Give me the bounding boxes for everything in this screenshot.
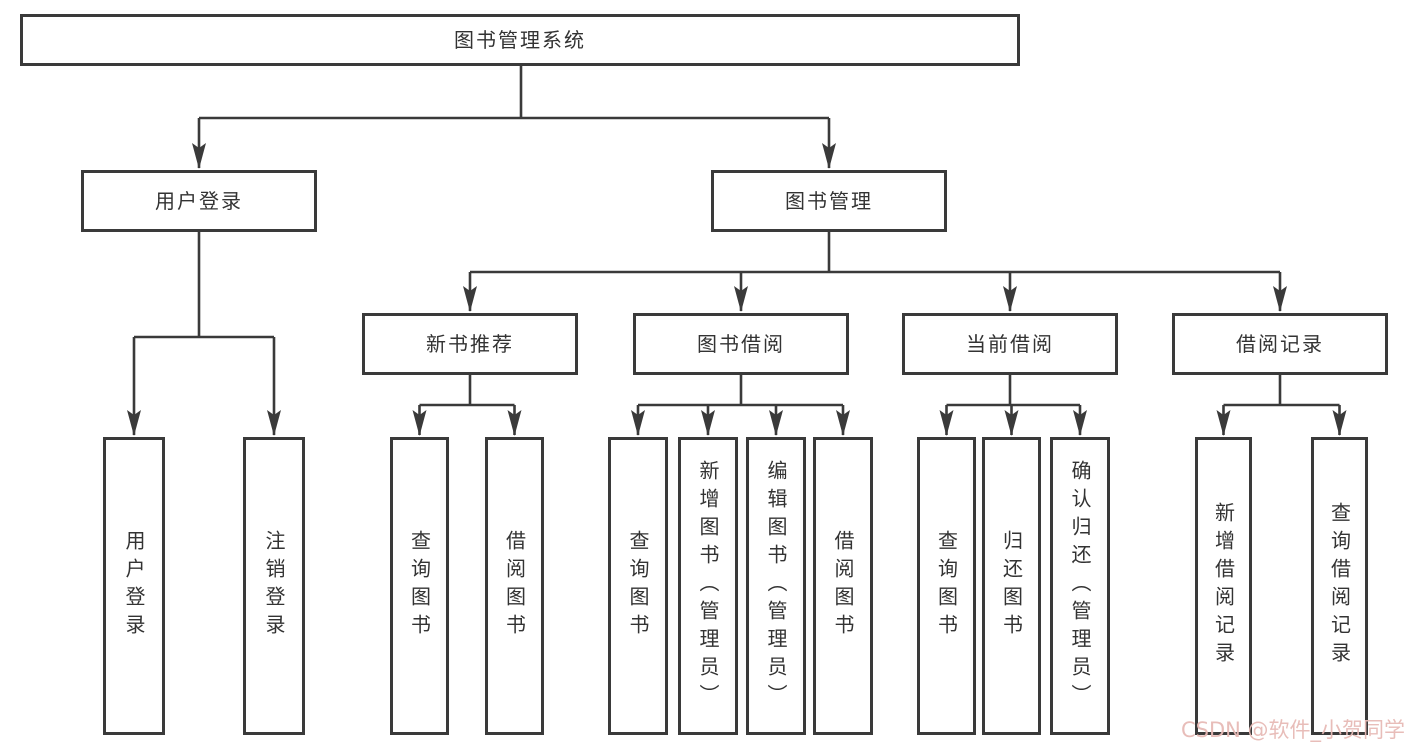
leaf-add-borrow-record: 新增借阅记录	[1195, 437, 1252, 735]
leaf-logout: 注销登录	[243, 437, 305, 735]
leaf-query-borrow-record: 查询借阅记录	[1311, 437, 1368, 735]
node-user-login: 用户登录	[81, 170, 317, 232]
leaf-edit-book-admin: 编辑图书（管理员）	[746, 437, 806, 735]
node-label: 当前借阅	[966, 332, 1054, 356]
node-label: 图书借阅	[697, 332, 785, 356]
leaf-user-login: 用户登录	[103, 437, 165, 735]
node-library-management-system: 图书管理系统	[20, 14, 1020, 66]
node-current-borrow: 当前借阅	[902, 313, 1118, 375]
node-label: 归还图书	[999, 530, 1024, 642]
leaf-confirm-return-admin: 确认归还（管理员）	[1050, 437, 1110, 735]
node-label: 图书管理	[785, 189, 873, 213]
leaf-query-books-current: 查询图书	[917, 437, 976, 735]
node-label: 借阅图书	[831, 530, 855, 642]
leaf-add-book-admin: 新增图书（管理员）	[678, 437, 738, 735]
leaf-query-books-recommend: 查询图书	[390, 437, 449, 735]
leaf-borrow-books: 借阅图书	[813, 437, 873, 735]
node-book-management: 图书管理	[711, 170, 947, 232]
node-label: 查询图书	[626, 530, 650, 642]
csdn-watermark: CSDN @软件_小贺同学	[1181, 718, 1405, 742]
node-label: 新增借阅记录	[1211, 502, 1236, 670]
node-label: 查询图书	[407, 530, 432, 642]
node-label: 图书管理系统	[454, 28, 586, 52]
node-label: 确认归还（管理员）	[1068, 460, 1092, 712]
node-label: 用户登录	[155, 189, 243, 213]
node-label: 新增图书（管理员）	[696, 460, 720, 712]
leaf-query-books-borrow: 查询图书	[608, 437, 668, 735]
node-label: 借阅图书	[502, 530, 527, 642]
arrowhead-icons	[127, 143, 1347, 436]
node-book-borrow: 图书借阅	[633, 313, 849, 375]
node-new-book-recommend: 新书推荐	[362, 313, 578, 375]
node-label: 编辑图书（管理员）	[764, 460, 788, 712]
node-borrow-records: 借阅记录	[1172, 313, 1388, 375]
node-label: 查询借阅记录	[1327, 502, 1352, 670]
node-label: 注销登录	[262, 530, 286, 642]
node-label: 查询图书	[934, 530, 959, 642]
node-label: 借阅记录	[1236, 332, 1324, 356]
leaf-return-books: 归还图书	[982, 437, 1041, 735]
node-label: 新书推荐	[426, 332, 514, 356]
node-label: 用户登录	[122, 530, 146, 642]
leaf-borrow-books-recommend: 借阅图书	[485, 437, 544, 735]
